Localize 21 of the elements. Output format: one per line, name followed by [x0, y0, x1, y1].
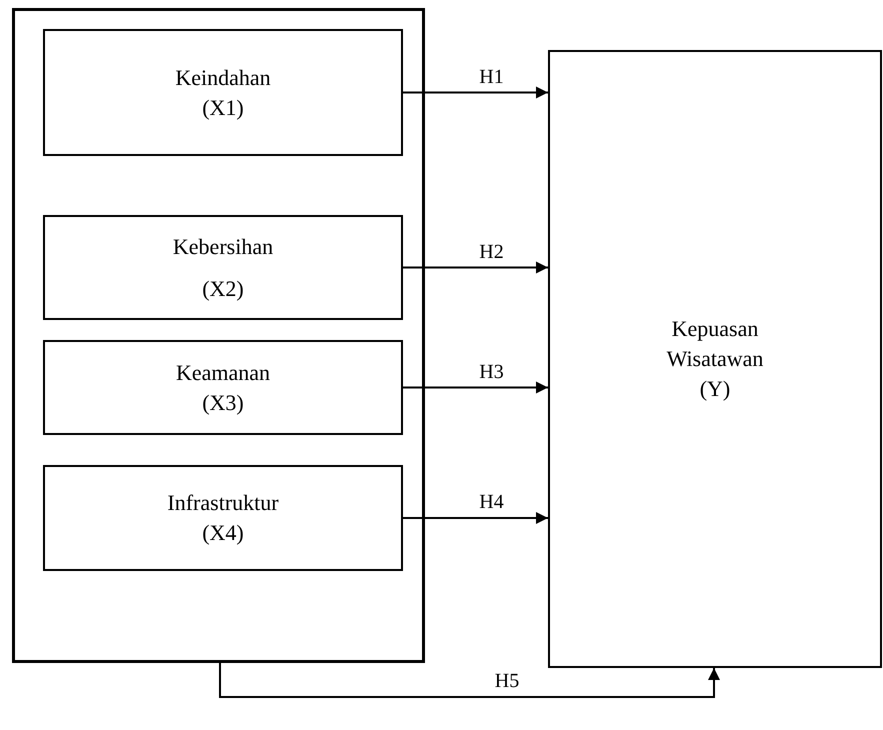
variable-label: (Y): [698, 375, 732, 403]
variable-label: Keamanan: [174, 358, 272, 386]
variable-box: [548, 50, 882, 668]
variable-box: [43, 465, 403, 571]
variable-box: [43, 29, 403, 156]
arrow: [403, 512, 548, 524]
variable-label: Infrastruktur: [166, 489, 280, 517]
arrow: [403, 262, 548, 274]
variable-label: (X1): [201, 94, 245, 122]
arrow: [403, 382, 548, 394]
group-box: [12, 8, 425, 663]
variable-box: [43, 215, 403, 320]
variable-box: [43, 340, 403, 435]
variable-label: (X4): [201, 519, 245, 547]
variable-label: Kepuasan Wisatawan: [666, 315, 764, 373]
variable-label: (X3): [201, 388, 245, 417]
arrow: [219, 663, 720, 698]
variable-label: Keindahan: [174, 64, 272, 92]
arrow: [403, 86, 548, 98]
variable-label: Kebersihan: [172, 232, 274, 260]
variable-label: (X2): [201, 274, 245, 303]
